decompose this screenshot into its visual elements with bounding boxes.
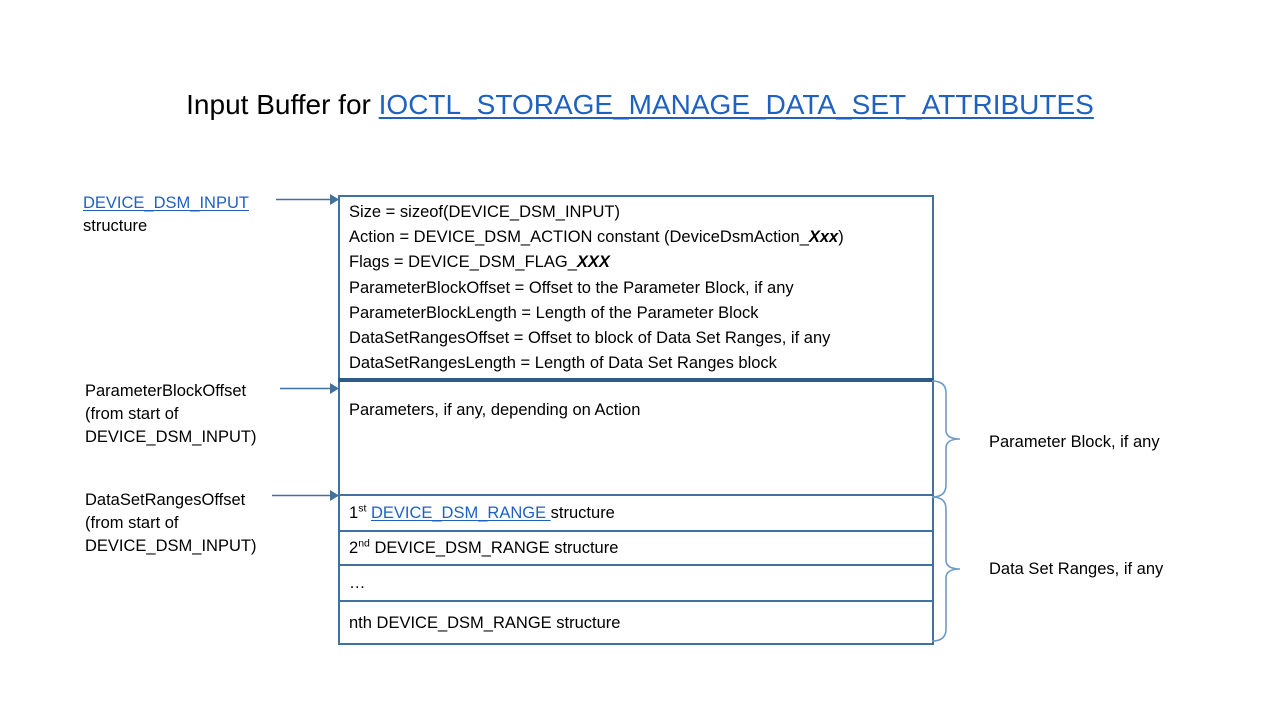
field-data-set-ranges-offset: DataSetRangesOffset = Offset to block of…	[349, 328, 831, 347]
field-data-set-ranges-length: DataSetRangesLength = Length of Data Set…	[349, 354, 777, 373]
page-title: Input Buffer for IOCTL_STORAGE_MANAGE_DA…	[0, 88, 1280, 122]
device-dsm-input-header-fields: Size = sizeof(DEVICE_DSM_INPUT) Action =…	[338, 200, 928, 376]
range-row-1-ordinal: 1	[349, 504, 359, 522]
range-row-2-ordinal-suffix: nd	[358, 537, 370, 550]
range-row-2-tail: structure	[554, 539, 619, 557]
arrow-device-dsm-input	[276, 194, 339, 205]
brace-parameter-block	[931, 380, 961, 498]
label-parameter-block: Parameter Block, if any	[989, 433, 1160, 451]
range-row-n-text: nth DEVICE_DSM_RANGE structure	[349, 614, 620, 633]
data-set-ranges-offset-line3: DEVICE_DSM_INPUT)	[85, 537, 257, 555]
device-dsm-range-link[interactable]: DEVICE_DSM_RANGE	[370, 504, 551, 522]
range-row-2-ordinal: 2	[349, 539, 359, 557]
range-row-2-struct: DEVICE_DSM_RANGE	[374, 539, 555, 557]
field-action-post: )	[838, 228, 844, 247]
ioctl-storage-manage-data-set-attributes-link[interactable]: IOCTL_STORAGE_MANAGE_DATA_SET_ATTRIBUTES	[378, 89, 1094, 120]
range-row-2-text: 2nd DEVICE_DSM_RANGE structure	[349, 537, 619, 558]
field-parameter-block-length: ParameterBlockLength = Length of the Par…	[349, 303, 759, 322]
parameter-block-text: Parameters, if any, depending on Action	[349, 401, 641, 419]
range-row-n-ordinal: nth	[349, 614, 377, 632]
label-parameter-block-offset: ParameterBlockOffset (from start of DEVI…	[85, 380, 256, 449]
field-action-pre: Action = DEVICE_DSM_ACTION constant (Dev…	[349, 228, 809, 247]
page-title-prefix: Input Buffer for	[186, 89, 379, 120]
brace-data-set-ranges	[931, 496, 961, 642]
field-flags-pre: Flags = DEVICE_DSM_FLAG_	[349, 253, 577, 272]
device-dsm-input-link[interactable]: DEVICE_DSM_INPUT	[83, 194, 249, 212]
field-size: Size = sizeof(DEVICE_DSM_INPUT)	[349, 203, 620, 221]
input-buffer-diagram-box	[338, 195, 934, 645]
field-parameter-block-offset: ParameterBlockOffset = Offset to the Par…	[349, 278, 794, 297]
parameter-block-offset-line3: DEVICE_DSM_INPUT)	[85, 428, 257, 446]
data-set-ranges-offset-line1: DataSetRangesOffset	[85, 491, 246, 509]
range-row-ellipsis: …	[349, 574, 366, 592]
device-dsm-input-structure-text: structure	[83, 217, 148, 235]
range-row-1-tail: structure	[550, 504, 615, 522]
parameter-block-region: Parameters, if any, depending on Action	[338, 382, 934, 494]
field-flags-italic: XXX	[576, 253, 610, 272]
data-set-ranges-offset-line2: (from start of	[85, 514, 179, 532]
arrow-data-set-ranges-offset	[272, 490, 339, 501]
label-data-set-ranges: Data Set Ranges, if any	[989, 560, 1164, 578]
field-action-italic: Xxx	[808, 228, 839, 247]
label-device-dsm-input: DEVICE_DSM_INPUT structure	[83, 192, 249, 238]
field-flags: Flags = DEVICE_DSM_FLAG_XXX	[349, 250, 928, 275]
range-row-n-struct: DEVICE_DSM_RANGE	[376, 614, 557, 632]
parameter-block-offset-line2: (from start of	[85, 405, 179, 423]
table-row: nth DEVICE_DSM_RANGE structure	[338, 600, 934, 645]
header-parameters-divider	[338, 378, 934, 382]
range-row-1-ordinal-suffix: st	[358, 502, 367, 515]
arrow-parameter-block-offset	[280, 383, 339, 394]
table-row: 2nd DEVICE_DSM_RANGE structure	[338, 530, 934, 564]
range-row-1-text: 1st DEVICE_DSM_RANGE structure	[349, 502, 615, 523]
table-row: …	[338, 564, 934, 600]
label-data-set-ranges-offset: DataSetRangesOffset (from start of DEVIC…	[85, 489, 256, 558]
parameter-block-offset-line1: ParameterBlockOffset	[85, 382, 247, 400]
field-action: Action = DEVICE_DSM_ACTION constant (Dev…	[349, 225, 928, 250]
data-set-ranges-region: 1st DEVICE_DSM_RANGE structure 2nd DEVIC…	[338, 494, 934, 645]
table-row: 1st DEVICE_DSM_RANGE structure	[338, 494, 934, 530]
range-row-n-tail: structure	[556, 614, 621, 632]
